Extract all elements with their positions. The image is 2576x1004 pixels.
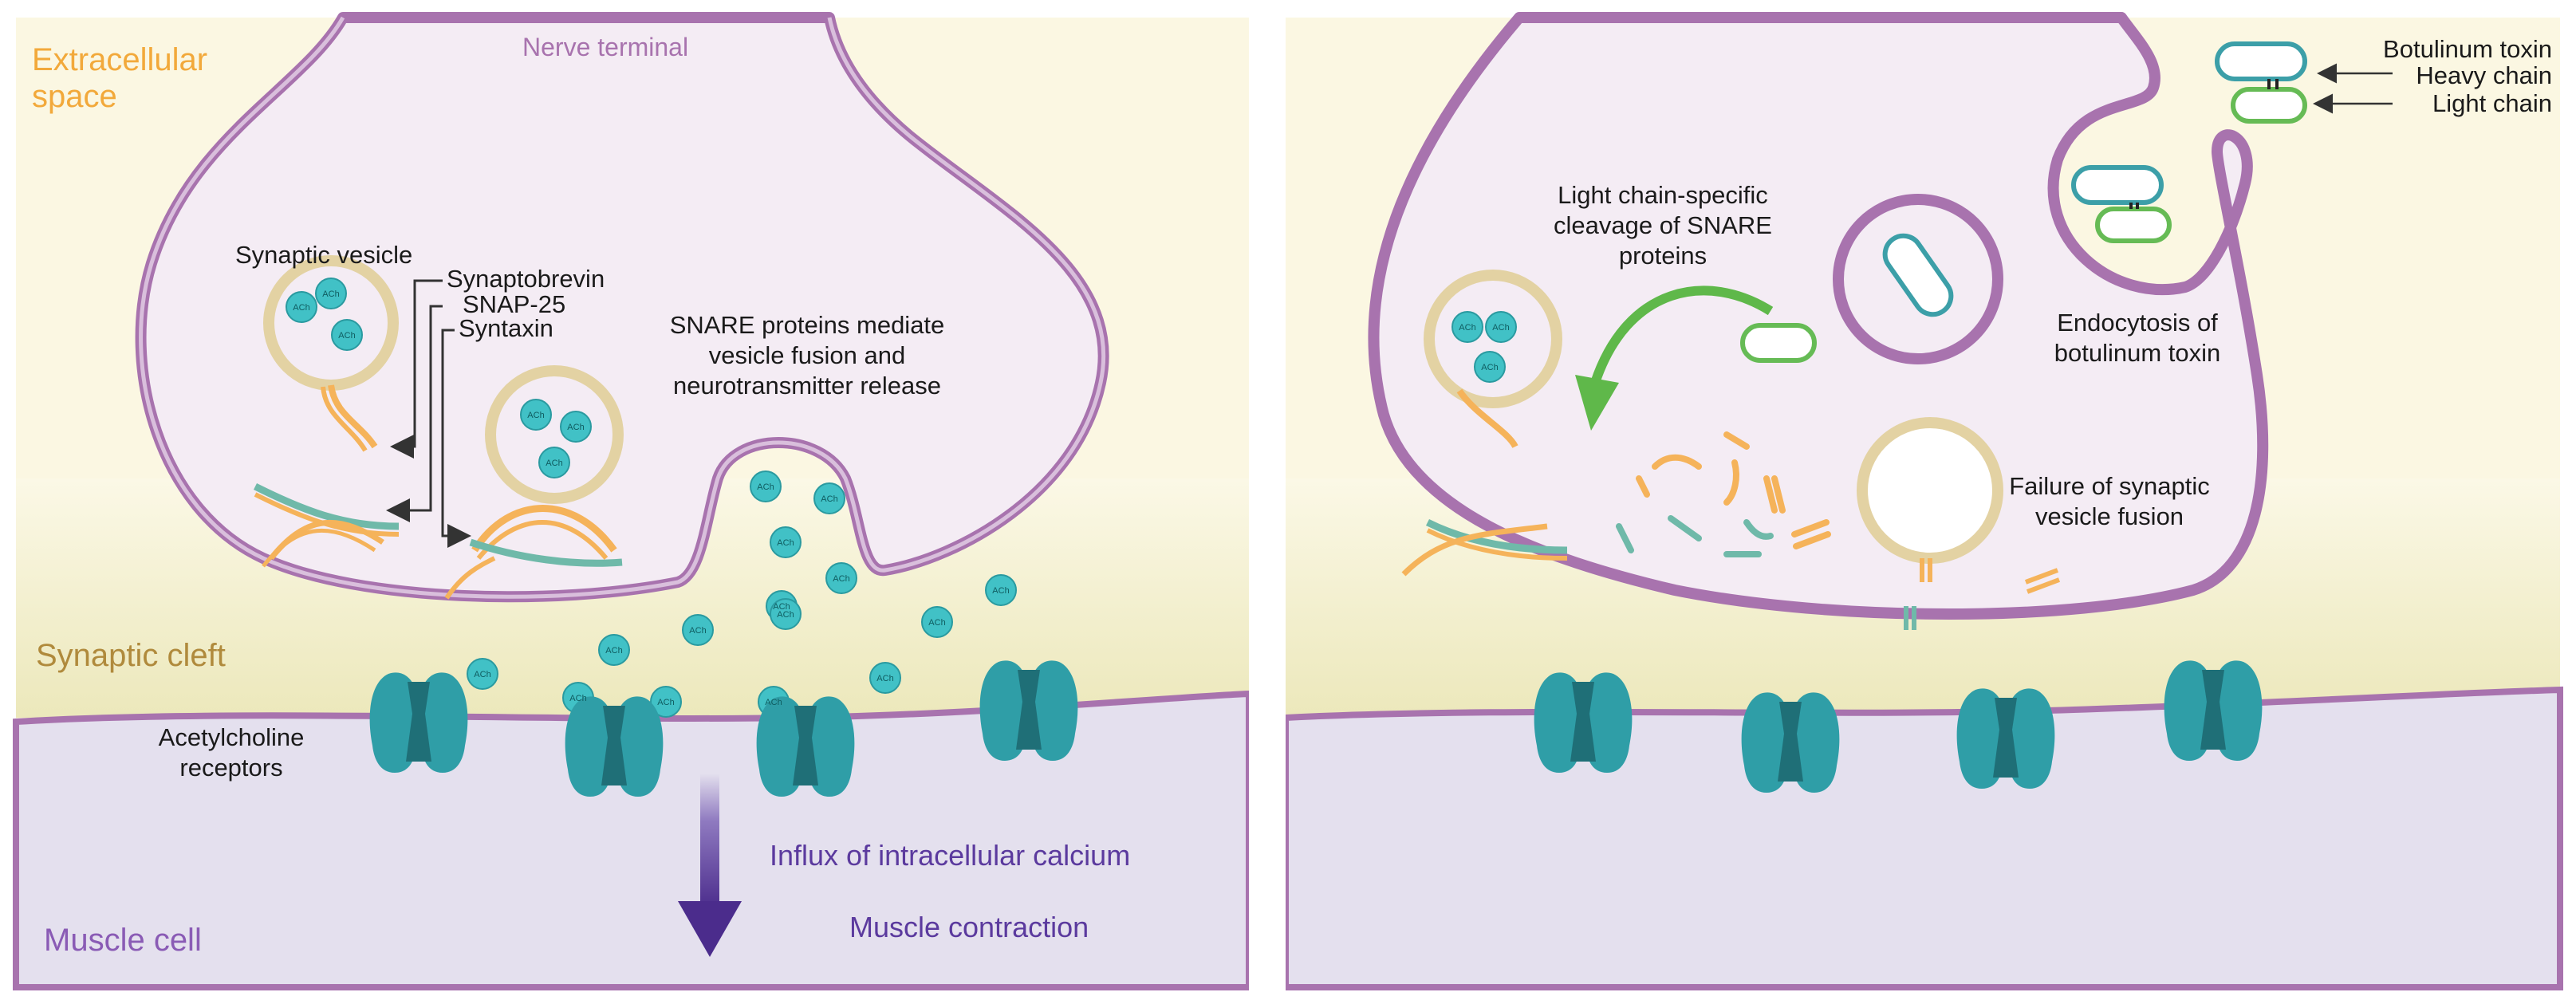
ach-molecule-label: ACh bbox=[876, 674, 893, 683]
ach-molecule-label: ACh bbox=[777, 538, 794, 548]
ach-molecule-label: ACh bbox=[928, 618, 945, 628]
ach-molecule-label: ACh bbox=[605, 646, 622, 656]
failed-vesicle bbox=[1857, 417, 2061, 630]
ach-molecule-label: ACh bbox=[293, 303, 309, 313]
ach-molecule-label: ACh bbox=[338, 331, 355, 341]
ach-molecule-label: ACh bbox=[689, 626, 706, 636]
muscle-contraction-label: Muscle contraction bbox=[849, 911, 1089, 943]
ach-molecule-label: ACh bbox=[1492, 323, 1509, 333]
syntaxin-label: Syntaxin bbox=[459, 314, 553, 342]
docking-vesicle bbox=[444, 365, 624, 600]
synaptobrevin-label: Synaptobrevin bbox=[447, 265, 605, 293]
endosome bbox=[1833, 194, 2003, 364]
snare-complex bbox=[253, 482, 400, 568]
panel-divider bbox=[1249, 0, 1286, 1004]
ach-molecule-label: ACh bbox=[777, 610, 794, 620]
influx-label: Influx of intracellular calcium bbox=[770, 839, 1130, 872]
synaptobrevin-strand bbox=[328, 384, 378, 449]
ach-molecule-label: ACh bbox=[773, 602, 790, 612]
ach-molecule-label: ACh bbox=[833, 574, 849, 584]
snare-pointer-lines bbox=[386, 279, 471, 548]
ach-molecule-label: ACh bbox=[322, 289, 339, 299]
ach-molecule-label: ACh bbox=[757, 482, 774, 492]
toxin-entering bbox=[2071, 165, 2172, 243]
nerve-terminal-label: Nerve terminal bbox=[522, 33, 688, 61]
ach-molecule-label: ACh bbox=[527, 411, 544, 420]
ach-molecule-label: ACh bbox=[765, 698, 782, 707]
muscle-cell-membrane-right bbox=[1282, 686, 2563, 990]
light-chain-label: Light chain bbox=[2432, 89, 2552, 117]
ach-labels: AChAChAChAChAChAChAChAChAChAChAChAChAChA… bbox=[293, 289, 1509, 707]
signal-arrow bbox=[678, 774, 742, 957]
snap25-label: SNAP-25 bbox=[463, 290, 565, 318]
cleavage-arrow bbox=[1575, 285, 1774, 431]
ach-molecule-label: ACh bbox=[1481, 363, 1498, 372]
ach-molecule-label: ACh bbox=[546, 459, 562, 468]
ach-molecule-label: ACh bbox=[992, 586, 1009, 596]
synaptic-vesicle bbox=[263, 255, 399, 452]
snare-complex-right bbox=[1401, 518, 1568, 577]
ach-molecule-label: ACh bbox=[569, 694, 586, 703]
ach-molecule-label: ACh bbox=[474, 670, 490, 679]
heavy-chain-label: Heavy chain bbox=[2416, 61, 2552, 89]
nerve-terminal-membrane-inner bbox=[139, 16, 1106, 599]
nerve-terminal-membrane-right bbox=[1368, 12, 2269, 620]
ach-molecule-label: ACh bbox=[1459, 323, 1475, 333]
ach-molecule-label: ACh bbox=[657, 698, 674, 707]
botulinum-toxin-label: Botulinum toxin bbox=[2383, 35, 2552, 63]
toxin-legend-graphic bbox=[2215, 41, 2393, 124]
free-light-chain bbox=[1740, 323, 1817, 363]
ach-molecule-label: ACh bbox=[567, 423, 584, 432]
synaptic-vesicle-label: Synaptic vesicle bbox=[235, 241, 412, 269]
zone-muscle-cell: Muscle cell bbox=[44, 923, 202, 958]
right-panel: Botulinum toxin Heavy chain Light chain … bbox=[1282, 12, 2563, 990]
blocked-vesicle bbox=[1424, 270, 1562, 449]
cleaved-snare-fragments bbox=[1616, 431, 1831, 557]
zone-synaptic-cleft: Synaptic cleft bbox=[36, 638, 226, 673]
ach-molecule-label: ACh bbox=[821, 494, 837, 504]
